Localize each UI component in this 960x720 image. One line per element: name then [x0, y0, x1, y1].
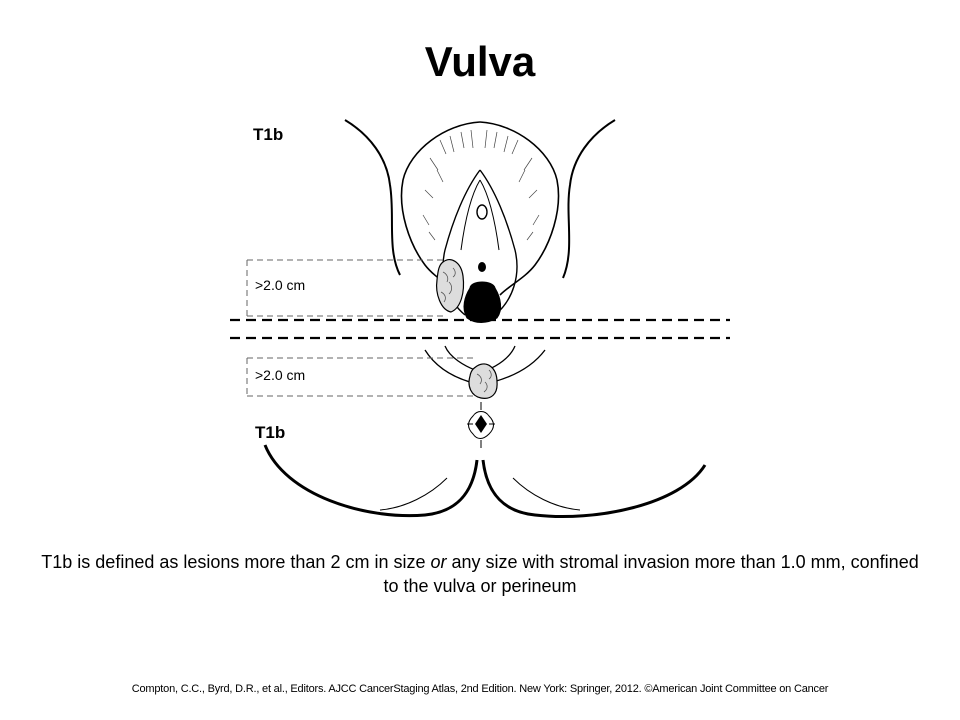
- right-thigh-outline: [562, 119, 616, 279]
- stage-label-top: T1b: [253, 125, 283, 144]
- vaginal-opening: [463, 281, 502, 323]
- caption-part2: any size with stromal invasion more than…: [383, 552, 919, 596]
- labia-minora-right: [479, 169, 518, 316]
- stage-label-bottom: T1b: [255, 423, 285, 442]
- buttock-left: [263, 444, 479, 518]
- source-credit: Compton, C.C., Byrd, D.R., et al., Edito…: [131, 683, 829, 695]
- caption-part1: T1b is defined as lesions more than 2 cm…: [41, 552, 431, 572]
- perineum-outline-left: [424, 345, 476, 383]
- buttock-right: [481, 459, 707, 519]
- caption: T1b is defined as lesions more than 2 cm…: [40, 550, 920, 598]
- urethral-opening: [478, 262, 486, 272]
- lesion-perineum: [468, 363, 498, 399]
- clitoris: [476, 204, 488, 220]
- caption-emphasis: or: [430, 552, 447, 572]
- measure-label-bottom: >2.0 cm: [255, 367, 305, 383]
- measure-label-top: >2.0 cm: [255, 277, 305, 293]
- labia-majora-right: [479, 121, 560, 296]
- slide-title: Vulva: [424, 38, 536, 85]
- hair-hatching: [422, 129, 540, 241]
- measure-bracket-top: [246, 259, 445, 317]
- lesion-left-labium: [436, 259, 465, 313]
- measure-bracket-bottom: [246, 357, 473, 397]
- vulva-t1b-illustration: T1b >2.0 cm >2.0 cm T1b: [230, 119, 730, 519]
- anus: [467, 402, 495, 448]
- left-thigh-outline: [344, 119, 401, 276]
